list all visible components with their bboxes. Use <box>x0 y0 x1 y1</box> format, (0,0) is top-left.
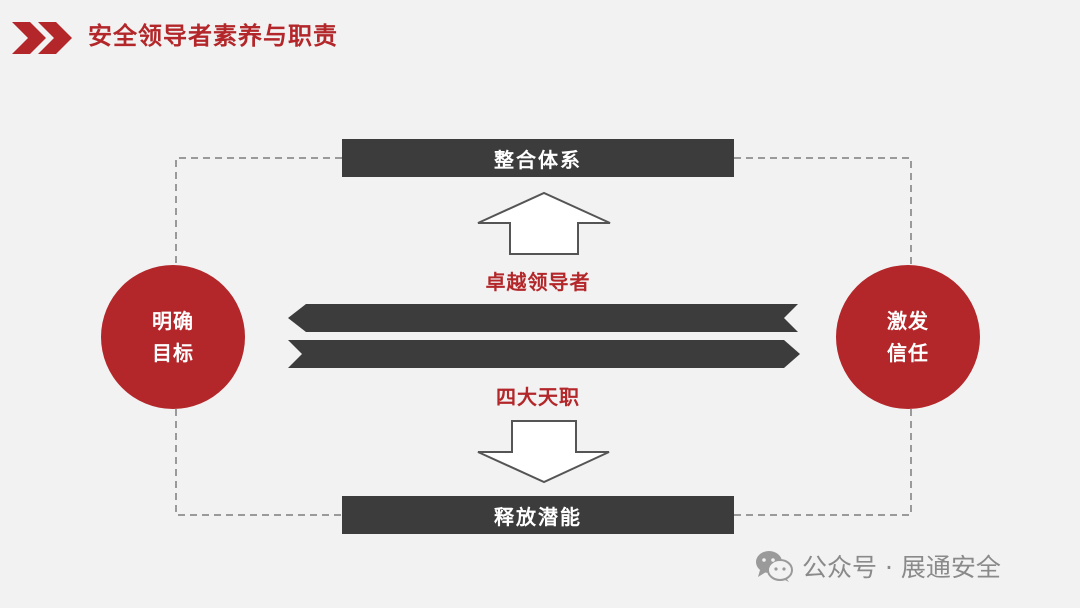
down-arrow-icon <box>477 420 610 484</box>
right-arrow-band <box>288 340 800 368</box>
wechat-icon <box>756 551 793 582</box>
left-arrow-band <box>288 304 798 332</box>
right-circle-inspire-trust: 激发 信任 <box>836 265 980 409</box>
upper-label: 卓越领导者 <box>485 270 591 294</box>
bottom-box-release-potential: 释放潜能 <box>342 496 734 534</box>
right-circle-line1: 激发 <box>887 309 929 333</box>
right-circle-line2: 信任 <box>887 341 929 365</box>
left-circle-line2: 目标 <box>152 341 194 365</box>
double-chevron-right-icon <box>12 22 72 54</box>
lower-label: 四大天职 <box>496 385 580 409</box>
top-box-integrate-system: 整合体系 <box>342 139 734 177</box>
left-circle-clear-goals: 明确 目标 <box>101 265 245 409</box>
page-title: 安全领导者素养与职责 <box>88 21 338 50</box>
up-arrow-icon <box>477 191 611 255</box>
dashed-connector-lines <box>175 157 912 516</box>
left-circle-line1: 明确 <box>152 309 194 333</box>
watermark: 公众号 · 展通安全 <box>754 548 1001 584</box>
watermark-text: 公众号 · 展通安全 <box>802 553 1001 582</box>
